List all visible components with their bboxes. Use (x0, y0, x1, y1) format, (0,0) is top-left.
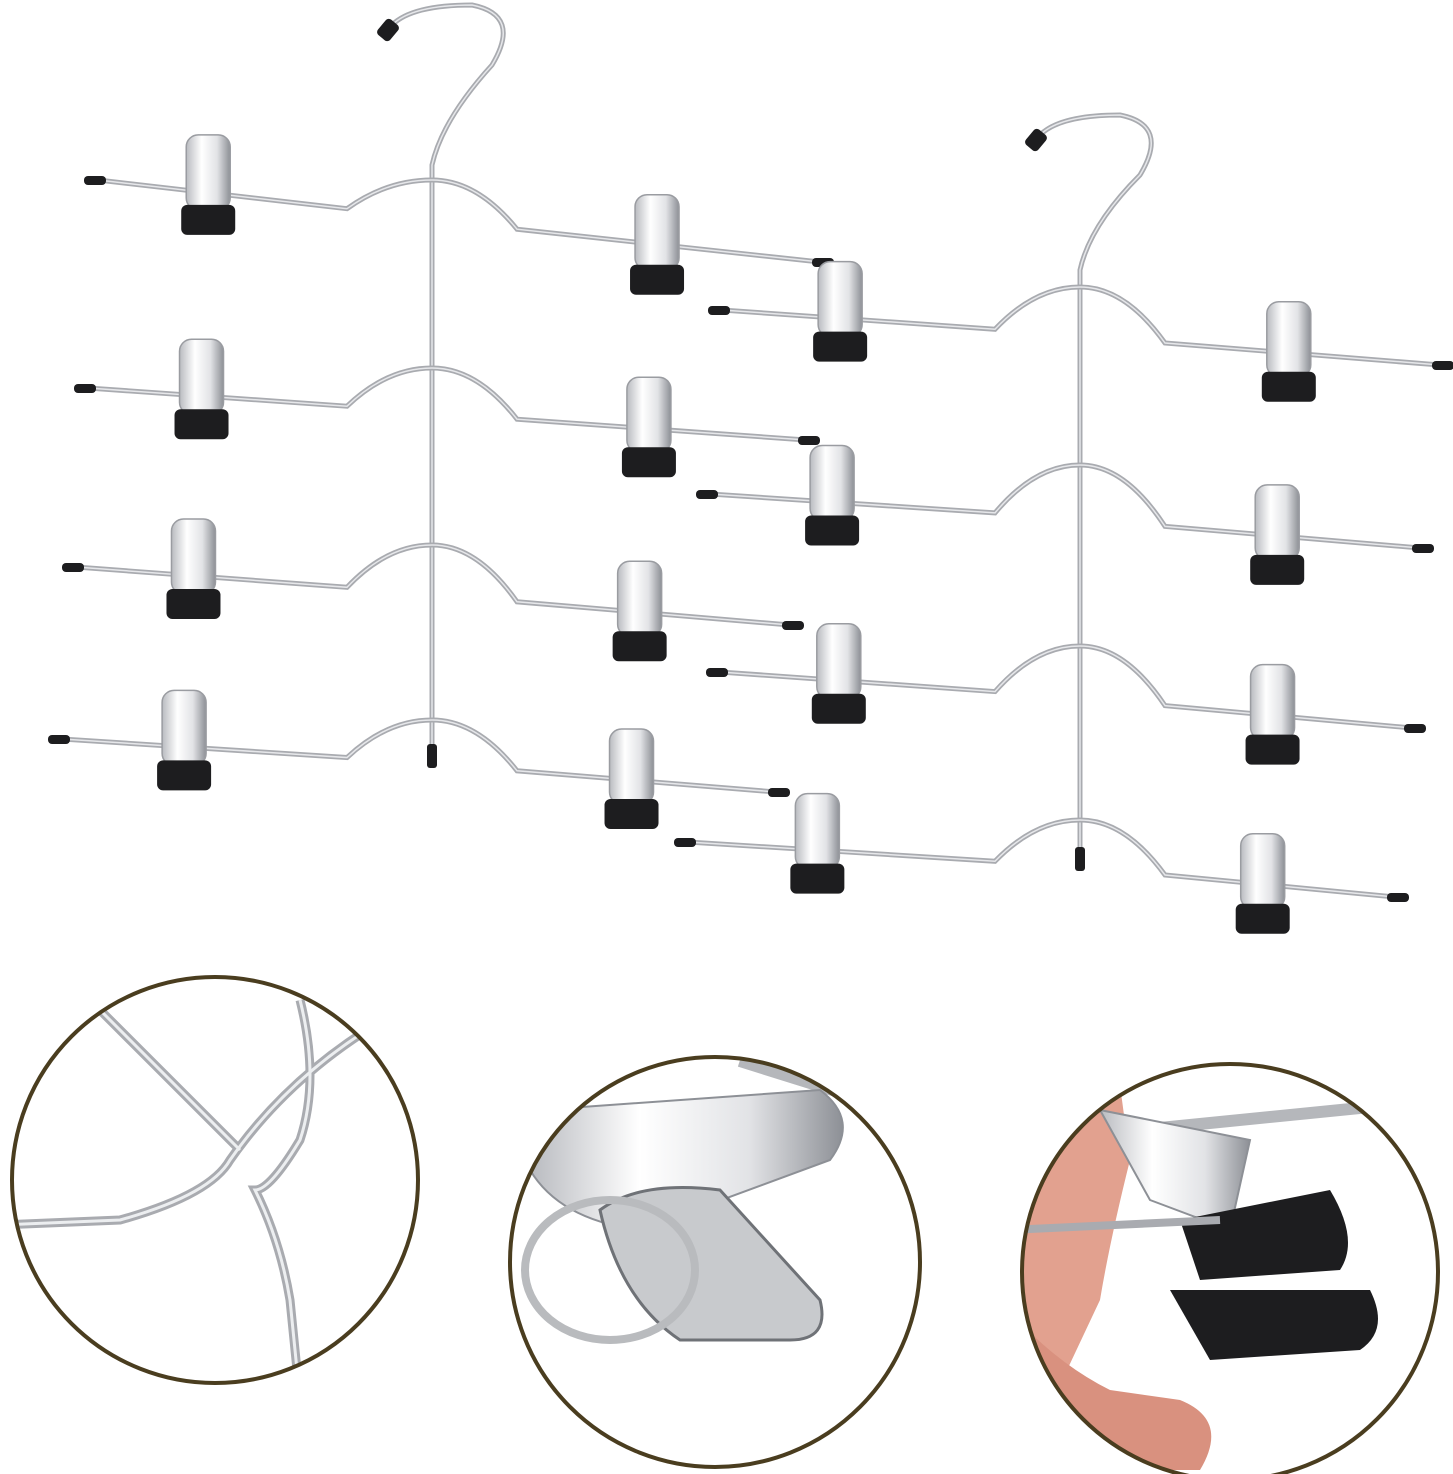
clip-body (170, 518, 217, 595)
tier-bar-highlight (719, 645, 1413, 729)
clip-pad (1261, 371, 1316, 402)
tier-end-cap-left (708, 306, 730, 315)
tier-end-cap-left (48, 735, 70, 744)
bar-end-cap (427, 744, 437, 768)
clip-body (1249, 663, 1296, 741)
clip-pad (621, 447, 676, 478)
hanger-right (674, 112, 1453, 934)
detail-circle-clip-spring (508, 1055, 922, 1469)
tier-bar-highlight (721, 286, 1441, 366)
hook-tip-cap (377, 18, 399, 42)
clip-body (634, 193, 680, 271)
clip-pad (811, 693, 866, 724)
clip-pad (805, 515, 860, 546)
clip-body (185, 134, 231, 211)
clip-pad (790, 863, 845, 894)
clip-pad (813, 331, 868, 362)
clip-pad (181, 204, 236, 235)
tier-end-cap-right (768, 788, 790, 797)
tier-end-cap-right (782, 621, 804, 630)
clip-pad (604, 799, 659, 830)
tier-bar-highlight (97, 179, 821, 263)
clip-body (616, 560, 663, 638)
clip-body (1266, 301, 1312, 378)
clip-body (794, 792, 841, 870)
tier-bar-highlight (687, 819, 1396, 898)
clip-pad (1250, 554, 1305, 585)
tier-bar-highlight (75, 544, 791, 626)
tier-end-cap-left (84, 176, 106, 185)
clip-pad (157, 760, 212, 791)
clip-body (817, 260, 863, 338)
tier-bar-highlight (61, 719, 777, 793)
clip-pad (166, 588, 221, 619)
tier-bar-highlight (87, 367, 807, 441)
hanger-left (48, 2, 834, 830)
clip-body (1254, 484, 1300, 561)
bar-end-cap (1075, 847, 1085, 871)
hook (1038, 112, 1154, 285)
tier-end-cap-right (1387, 893, 1409, 902)
detail-circle-clip-pad-in-hand (1020, 1062, 1440, 1474)
tier-end-cap-left (696, 490, 718, 499)
detail-circle-wire-joint (10, 975, 420, 1385)
tier-end-cap-right (1432, 361, 1453, 370)
clip-pad (612, 631, 667, 662)
clip-pad (1235, 903, 1290, 934)
hook-tip-cap (1025, 128, 1047, 152)
clip-body (809, 444, 855, 522)
tier-end-cap-right (1412, 544, 1434, 553)
clip-body (626, 376, 672, 453)
tier-end-cap-left (74, 384, 96, 393)
tier-bar-highlight (709, 464, 1421, 549)
clip-body (816, 622, 862, 700)
clip-pad (1245, 734, 1300, 765)
clip-body (161, 689, 207, 767)
hook (390, 2, 506, 180)
tier-end-cap-right (1404, 724, 1426, 733)
clip-pad (630, 264, 685, 295)
clip-pad (174, 409, 229, 440)
tier-end-cap-left (706, 668, 728, 677)
hook-highlight (391, 4, 504, 180)
tier-end-cap-left (62, 563, 84, 572)
clip-body (178, 338, 225, 415)
hook-highlight (1039, 114, 1152, 285)
tier-end-cap-right (798, 436, 820, 445)
tier-end-cap-left (674, 838, 696, 847)
clip-body (1239, 833, 1286, 910)
clip-body (608, 728, 655, 805)
